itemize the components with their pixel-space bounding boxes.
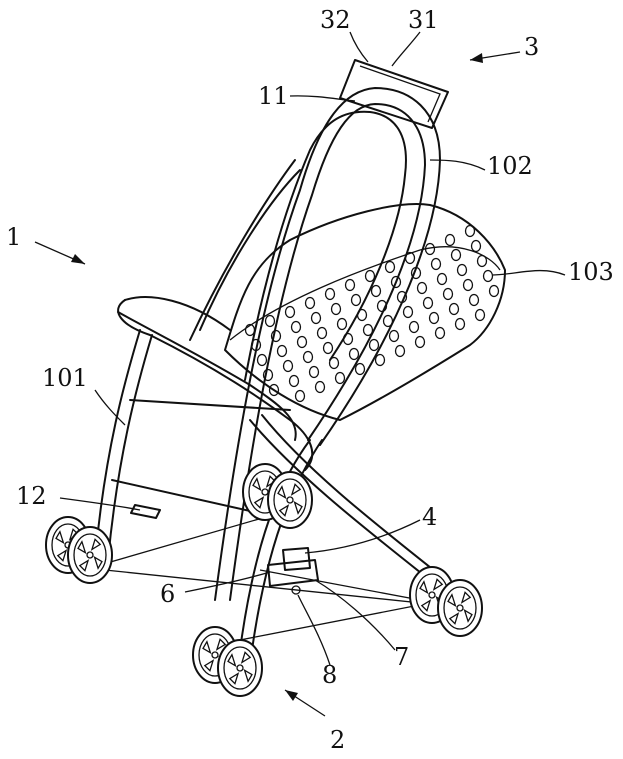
seat-hole	[386, 262, 395, 273]
seat-hole	[438, 274, 447, 285]
wheel	[268, 472, 312, 528]
seat-hole	[404, 307, 413, 318]
seat-hole	[332, 304, 341, 315]
seat-hole	[466, 226, 475, 237]
seat-hole	[424, 298, 433, 309]
label-103: 103	[568, 260, 614, 284]
wheel	[438, 580, 482, 636]
seat-hole	[352, 295, 361, 306]
seat-hole	[446, 235, 455, 246]
seat-hole	[372, 286, 381, 297]
seat-hole	[278, 346, 287, 357]
seat-hole	[336, 373, 345, 384]
seat-hole	[284, 361, 293, 372]
seat-hole	[430, 313, 439, 324]
seat-hole	[298, 337, 307, 348]
seat-hole	[312, 313, 321, 324]
seat-hole	[292, 322, 301, 333]
label-2: 2	[330, 728, 345, 752]
label-12: 12	[16, 484, 47, 508]
seat-hole	[476, 310, 485, 321]
seat-hole	[326, 289, 335, 300]
seat-hole	[304, 352, 313, 363]
wheel	[218, 640, 262, 696]
label-31: 31	[408, 8, 439, 32]
seat-hole	[452, 250, 461, 261]
seat-hole	[418, 283, 427, 294]
seat-basket-103	[225, 204, 505, 420]
label-11: 11	[258, 84, 289, 108]
seat-hole	[470, 295, 479, 306]
seat-hole	[258, 355, 267, 366]
label-1: 1	[6, 225, 21, 249]
seat-hole	[296, 391, 305, 402]
seat-hole	[316, 382, 325, 393]
label-4: 4	[422, 505, 437, 529]
seat-hole	[450, 304, 459, 315]
seat-hole	[396, 346, 405, 357]
seat-hole	[390, 331, 399, 342]
label-101: 101	[42, 366, 88, 390]
seat-hole	[306, 298, 315, 309]
front-handle	[118, 297, 312, 470]
seat-hole	[376, 355, 385, 366]
base-bars	[100, 505, 445, 640]
seat-hole	[472, 241, 481, 252]
seat-hole	[346, 280, 355, 291]
seat-hole	[318, 328, 327, 339]
seat-hole	[436, 328, 445, 339]
seat-holes	[246, 226, 499, 402]
seat-hole	[484, 271, 493, 282]
seat-hole	[464, 280, 473, 291]
label-6: 6	[160, 582, 175, 606]
box-4	[268, 548, 318, 594]
seat-hole	[410, 322, 419, 333]
seat-hole	[458, 265, 467, 276]
label-3: 3	[524, 35, 539, 59]
seat-hole	[478, 256, 487, 267]
seat-hole	[456, 319, 465, 330]
label-102: 102	[487, 154, 533, 178]
seat-hole	[290, 376, 299, 387]
seat-hole	[444, 289, 453, 300]
label-7: 7	[394, 645, 409, 669]
label-8: 8	[322, 663, 337, 687]
leader-lines	[35, 32, 565, 716]
seat-hole	[324, 343, 333, 354]
seat-hole	[416, 337, 425, 348]
seat-hole	[490, 286, 499, 297]
seat-hole	[356, 364, 365, 375]
seat-hole	[366, 271, 375, 282]
seat-hole	[432, 259, 441, 270]
seat-hole	[286, 307, 295, 318]
seat-hole	[338, 319, 347, 330]
seat-hole	[350, 349, 359, 360]
wheel	[68, 527, 112, 583]
seat-hole	[310, 367, 319, 378]
seat-hole	[266, 316, 275, 327]
seat-hole	[370, 340, 379, 351]
label-32: 32	[320, 8, 351, 32]
